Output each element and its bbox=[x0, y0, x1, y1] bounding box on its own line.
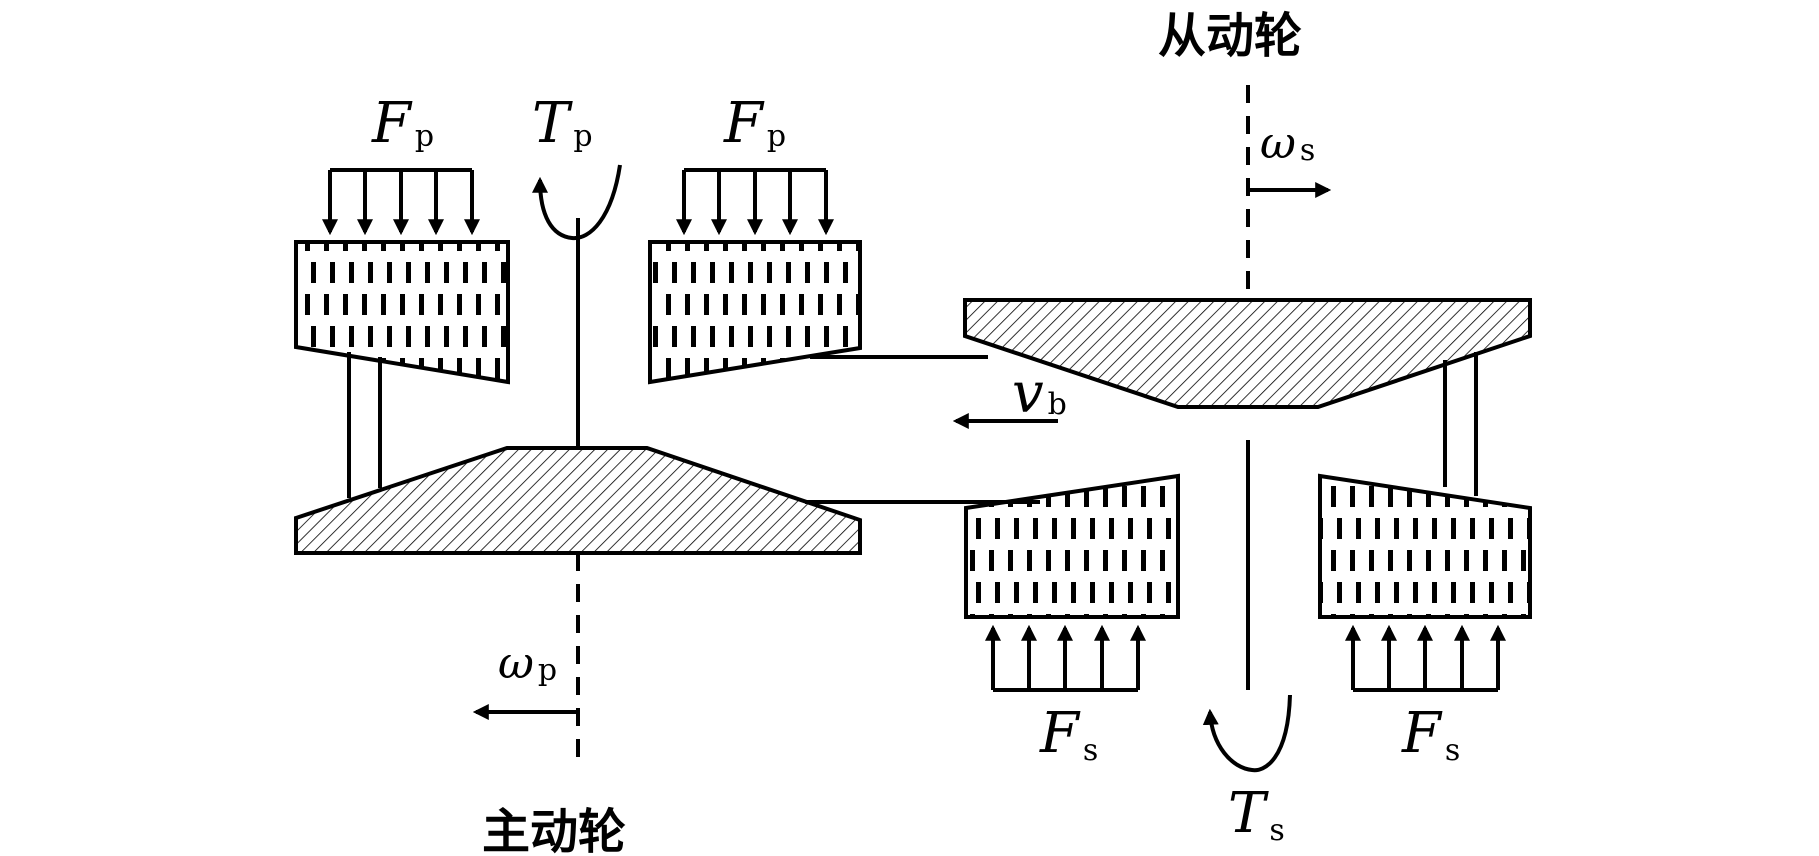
force-arrows-fp-right bbox=[676, 168, 834, 236]
actuator-driving-left bbox=[294, 240, 510, 385]
torque-arrow-ts bbox=[1202, 694, 1292, 773]
velocity-arrows bbox=[472, 182, 1332, 720]
label-driven-wheel: 从动轮 bbox=[1158, 8, 1302, 64]
connecting-rods bbox=[347, 352, 1478, 498]
driven-pulley-sheave bbox=[963, 298, 1532, 409]
actuator-blocks bbox=[294, 240, 1532, 619]
force-arrows-fs-left bbox=[985, 624, 1146, 692]
force-arrows-fp-left bbox=[322, 168, 480, 236]
force-arrows-fs-right bbox=[1345, 624, 1506, 692]
driving-pulley-sheave bbox=[294, 446, 862, 555]
actuator-driven-left bbox=[964, 473, 1180, 619]
actuator-driven-right bbox=[1318, 473, 1532, 619]
torque-arrow-tp bbox=[532, 164, 622, 241]
belt bbox=[805, 355, 1040, 504]
actuator-driving-right bbox=[648, 240, 862, 385]
label-driving-wheel: 主动轮 bbox=[482, 804, 626, 856]
